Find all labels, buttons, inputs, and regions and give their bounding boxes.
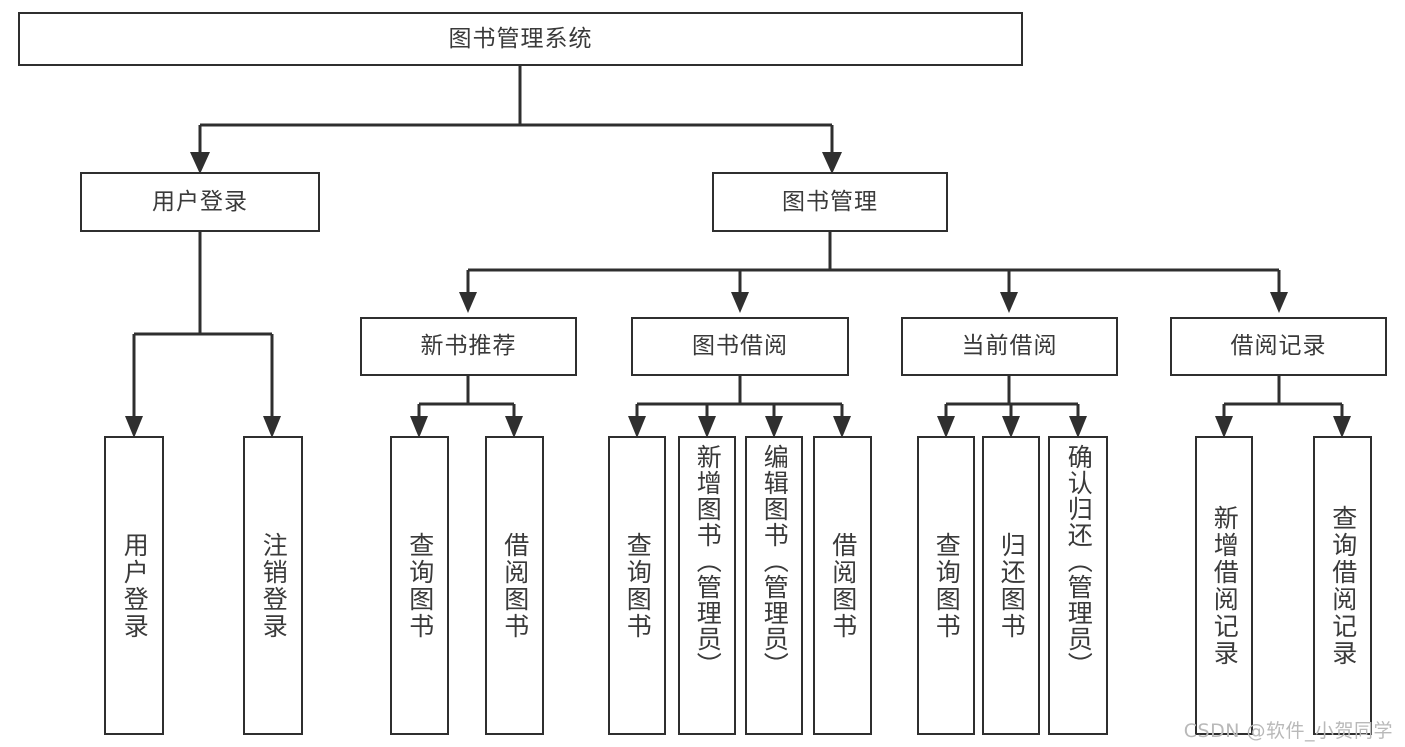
node-label: 用户登录 [152,188,248,215]
leaf-book-borrow-edit-book-admin[interactable]: 编辑图书（管理员） [745,436,803,735]
node-label: 确认归还（管理员） [1064,444,1094,678]
leaf-borrow-record-query-record[interactable]: 查询借阅记录 [1313,436,1372,735]
node-label: 用户登录 [120,531,150,640]
leaf-book-borrow-query-books[interactable]: 查询图书 [608,436,666,735]
node-label: 新书推荐 [420,333,517,359]
node-current-borrowing[interactable]: 当前借阅 [901,317,1118,376]
node-label: 借阅图书 [500,531,530,640]
leaf-book-borrow-add-book-admin[interactable]: 新增图书（管理员） [678,436,736,735]
node-label: 借阅图书 [828,531,858,640]
node-label: 查询图书 [405,531,435,640]
node-label: 归还图书 [997,531,1027,640]
node-label: 编辑图书（管理员） [760,444,790,678]
leaf-user-login-signin[interactable]: 用户登录 [104,436,164,735]
leaf-current-borrow-confirm-return-admin[interactable]: 确认归还（管理员） [1048,436,1108,735]
csdn-watermark: CSDN @软件_小贺同学 [1183,720,1393,742]
node-new-book-recommendation[interactable]: 新书推荐 [360,317,577,376]
node-label: 查询图书 [623,531,653,640]
leaf-user-login-signout[interactable]: 注销登录 [243,436,303,735]
node-label: 新增图书（管理员） [693,444,723,678]
node-label: 图书管理系统 [448,25,593,52]
node-label: 图书借阅 [692,333,788,359]
leaf-book-borrow-borrow-books[interactable]: 借阅图书 [813,436,872,735]
node-label: 查询图书 [932,531,962,640]
node-label: 查询借阅记录 [1328,504,1358,667]
leaf-borrow-record-add-record[interactable]: 新增借阅记录 [1195,436,1253,735]
node-label: 注销登录 [259,531,289,640]
node-label: 当前借阅 [961,333,1058,359]
leaf-new-book-borrow-books[interactable]: 借阅图书 [485,436,544,735]
leaf-current-borrow-return-books[interactable]: 归还图书 [982,436,1040,735]
node-borrowing-records[interactable]: 借阅记录 [1170,317,1387,376]
node-label: 借阅记录 [1230,333,1327,359]
node-label: 图书管理 [782,188,878,215]
node-book-borrowing[interactable]: 图书借阅 [631,317,849,376]
node-book-management[interactable]: 图书管理 [712,172,948,232]
node-root-library-management-system[interactable]: 图书管理系统 [18,12,1023,66]
leaf-current-borrow-query-books[interactable]: 查询图书 [917,436,975,735]
node-label: 新增借阅记录 [1210,504,1240,667]
node-user-login[interactable]: 用户登录 [80,172,320,232]
leaf-new-book-query-books[interactable]: 查询图书 [390,436,449,735]
